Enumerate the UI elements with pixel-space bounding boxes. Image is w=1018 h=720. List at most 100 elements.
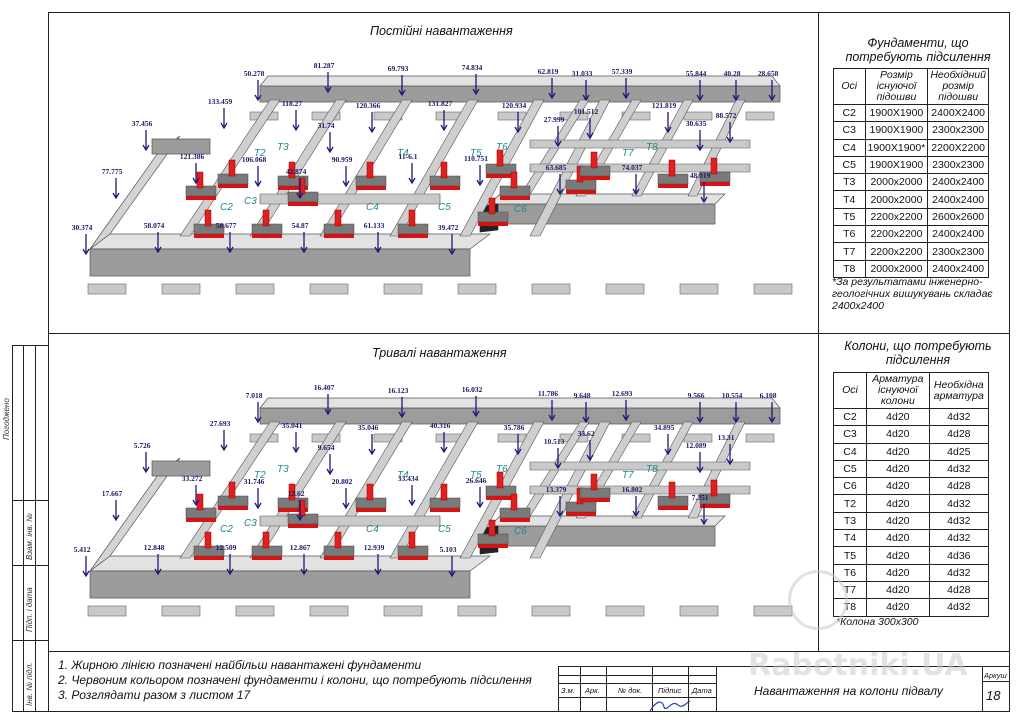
columns-cell: 4d20 <box>866 511 930 531</box>
top-plan-footing-highlight <box>500 196 530 200</box>
top-plan-footing-highlight <box>278 186 308 190</box>
top-plan-load-label: 11-6.1 <box>399 152 418 161</box>
foundations-cell: 2300x2300 <box>927 242 989 261</box>
stamp-cell-ark: Арк. <box>585 686 600 695</box>
top-plan-load-label: 63.685 <box>546 163 567 172</box>
foundations-cell: 2400x2400 <box>927 190 989 209</box>
strip-inner-2 <box>35 345 36 711</box>
bottom-plan-load-arrowhead <box>514 448 522 456</box>
bottom-plan-load-label: 34.895 <box>654 423 675 432</box>
stamp-col-3 <box>652 666 653 711</box>
top-plan-footing <box>87 283 127 295</box>
bottom-plan-footing-highlight <box>288 524 318 528</box>
top-plan-load-arrowhead <box>554 140 562 148</box>
top-plan-load-label: 77.775 <box>102 167 123 176</box>
frame-left <box>48 12 49 712</box>
top-plan-load-label: 74.834 <box>462 63 483 72</box>
top-plan-beam-left-back <box>151 138 211 155</box>
top-plan-load-arrowhead <box>326 146 334 154</box>
columns-header-required: Необхідна арматура <box>928 372 990 409</box>
top-plan-load-arrowhead <box>768 94 776 102</box>
top-plan-load-label: 88.572 <box>716 111 737 120</box>
bottom-plan-load-label: 33.272 <box>182 474 203 483</box>
bottom-plan-load-arrowhead <box>726 458 734 466</box>
foundations-cell: T6 <box>833 225 866 244</box>
top-plan-footing <box>309 283 349 295</box>
top-plan-load-arrowhead <box>448 248 456 256</box>
columns-header-existing: Арматура існуючої колони <box>866 372 930 409</box>
side-label-sign-date: Підп. і дата <box>25 587 34 632</box>
bottom-plan-load-label: 9.654 <box>318 443 335 452</box>
bottom-plan-axis-label: C3 <box>244 518 257 529</box>
top-plan-load-arrowhead <box>514 126 522 134</box>
top-plan-column <box>228 159 236 177</box>
bottom-plan-footing <box>309 605 349 617</box>
top-plan-load-arrowhead <box>226 246 234 254</box>
foundations-table: Осі Розмір існуючої підошви Необхідний р… <box>833 68 989 278</box>
foundations-cell: 2200x2200 <box>864 242 929 261</box>
bottom-plan-footing-highlight <box>252 556 282 560</box>
bottom-plan-load-label: 12.509 <box>216 543 237 552</box>
stamp-row-1 <box>558 675 716 676</box>
top-plan-footing-highlight <box>478 222 508 226</box>
top-plan-load-arrowhead <box>192 177 200 185</box>
columns-cell: 4d32 <box>928 598 990 617</box>
top-plan-load-arrowhead <box>374 246 382 254</box>
bottom-plan-footing-highlight <box>194 556 224 560</box>
foundations-cell: C4 <box>833 138 866 157</box>
bottom-plan-column <box>334 531 342 549</box>
columns-cell: 4d20 <box>866 459 930 479</box>
bottom-plan-column <box>590 473 598 491</box>
bottom-plan-load-label: 12.693 <box>612 389 633 398</box>
divider-right-mid <box>818 333 1010 334</box>
bottom-plan-load-arrowhead <box>342 502 350 510</box>
top-plan-load-label: 62.819 <box>538 67 559 76</box>
bottom-plan-beam-mid <box>529 461 751 471</box>
top-plan-axis-label: T4 <box>397 148 409 159</box>
columns-cell: T2 <box>833 494 867 513</box>
top-plan-footing <box>621 111 651 121</box>
columns-cell: 4d20 <box>866 494 930 513</box>
columns-cell: 4d32 <box>928 494 990 513</box>
columns-cell: 4d20 <box>866 598 930 617</box>
top-plan-load-label: 58.677 <box>216 221 237 230</box>
top-plan-beam-mid <box>529 139 751 149</box>
stamp-cell-date: Дата <box>692 686 712 695</box>
top-plan-load-arrowhead <box>696 144 704 152</box>
top-plan-load-arrowhead <box>296 192 304 200</box>
top-plan-load-arrowhead <box>292 124 300 132</box>
foundations-cell: 2000x2000 <box>864 173 929 192</box>
bottom-plan-axis-label: C5 <box>438 524 451 535</box>
top-plan-load-label: 58.074 <box>144 221 165 230</box>
note-2: 2. Червоним кольором позначені фундамент… <box>58 673 532 687</box>
top-plan-load-label: 118.27 <box>282 99 302 108</box>
bottom-plan-load-arrowhead <box>192 499 200 507</box>
bottom-plan-load-arrowhead <box>226 568 234 576</box>
bottom-plan-footing-highlight <box>430 508 460 512</box>
bottom-plan-load-arrowhead <box>296 514 304 522</box>
foundations-cell: 1900X1900* <box>864 138 929 157</box>
top-plan-load-label: 61.133 <box>364 221 385 230</box>
bottom-plan-axis-label: T8 <box>646 464 658 475</box>
foundations-cell: C5 <box>833 155 866 175</box>
foundations-cell: 2200x2200 <box>864 207 929 227</box>
bottom-plan-footing <box>605 605 645 617</box>
top-plan-footing-highlight <box>398 234 428 238</box>
foundations-cell: 1900X1900 <box>864 155 929 175</box>
bottom-plan-column <box>440 483 448 501</box>
bottom-plan-column <box>204 531 212 549</box>
top-plan-load-label: 121.819 <box>652 101 677 110</box>
bottom-plan-load-label: 16.123 <box>388 386 409 395</box>
columns-cell: 4d25 <box>928 442 990 461</box>
foundations-cell: 2600x2600 <box>927 207 989 227</box>
columns-cell: C3 <box>833 425 867 444</box>
top-plan-load-arrowhead <box>300 246 308 254</box>
top-plan-title: Постійні навантаження <box>370 24 513 38</box>
bottom-plan-load-arrowhead <box>300 568 308 576</box>
top-plan-footing <box>457 283 497 295</box>
top-plan-load-arrowhead <box>556 188 564 196</box>
top-plan-column <box>710 157 718 175</box>
top-plan-load-arrowhead <box>368 126 376 134</box>
